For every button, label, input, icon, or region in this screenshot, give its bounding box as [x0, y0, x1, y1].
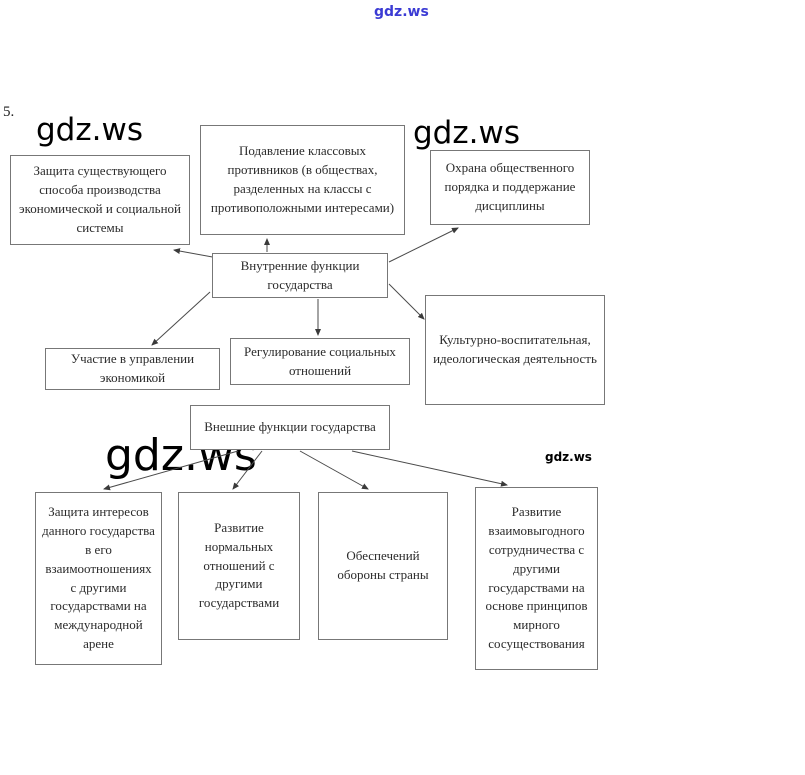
- node-external-protect-interests: Защита интересов данного государства в е…: [35, 492, 162, 665]
- node-internal-suppress-class-opponents: Подавление классовых противников (в обще…: [200, 125, 405, 235]
- watermark-large-right: gdz.ws: [413, 115, 520, 151]
- hub-internal-functions: Внутренние функции государства: [212, 253, 388, 298]
- node-external-mutual-cooperation: Развитие взаимовыгодного сотрудничества …: [475, 487, 598, 670]
- node-internal-protect-system: Защита существующего способа производств…: [10, 155, 190, 245]
- node-internal-cultural-ideological: Культурно-воспитательная, идеологическая…: [425, 295, 605, 405]
- node-external-normal-relations: Развитие нормальных отношений с другими …: [178, 492, 300, 640]
- node-internal-economy-management: Участие в управлении экономикой: [45, 348, 220, 390]
- watermark-small-mid: gdz.ws: [545, 450, 592, 464]
- watermark-large-left: gdz.ws: [36, 112, 143, 148]
- item-number-label: 5.: [3, 104, 15, 120]
- node-external-country-defense: Обеспечений обороны страны: [318, 492, 448, 640]
- watermark-top: gdz.ws: [374, 4, 429, 20]
- node-internal-social-regulation: Регулирование социальных отношений: [230, 338, 410, 385]
- node-internal-public-order: Охрана общественного порядка и поддержан…: [430, 150, 590, 225]
- hub-external-functions: Внешние функции государства: [190, 405, 390, 450]
